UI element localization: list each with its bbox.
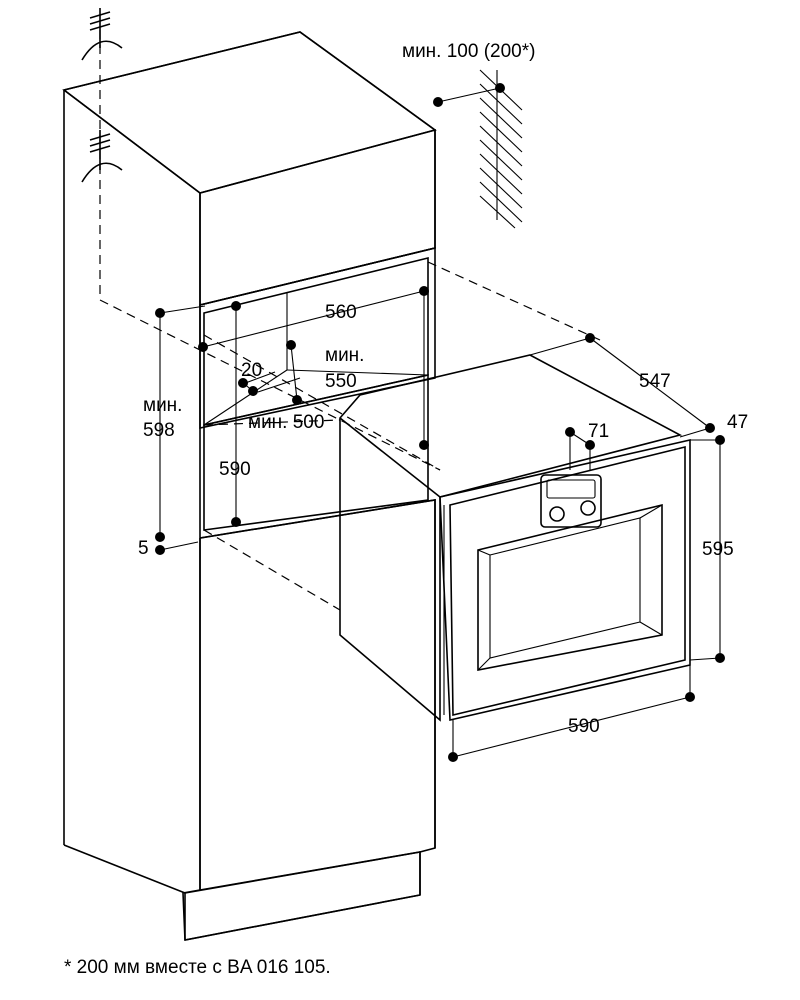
label-niche-depth: 550 — [325, 371, 357, 392]
label-top-clearance: мин. 100 (200*) — [402, 41, 535, 62]
label-oven-height: 595 — [702, 539, 734, 560]
wall-hatch — [479, 69, 523, 229]
label-bottom-gap: 5 — [138, 538, 149, 559]
hidden-lines — [99, 30, 601, 611]
wall-hanger-icon — [81, 8, 123, 183]
oven — [339, 354, 691, 722]
label-vent-depth: мин. 500 — [248, 412, 324, 433]
label-min: мин. — [325, 345, 364, 366]
label-niche-width: 560 — [325, 302, 357, 323]
footnote: * 200 мм вместе с BA 016 105. — [64, 957, 331, 978]
label-panel-height: 71 — [588, 421, 609, 442]
label-niche-height-min: мин. — [143, 395, 182, 416]
dimension-dots — [155, 83, 725, 762]
label-front-depth: 47 — [727, 412, 748, 433]
label-oven-width: 590 — [568, 716, 600, 737]
label-niche-height: 598 — [143, 420, 175, 441]
label-inner-height: 590 — [219, 459, 251, 480]
label-vent-gap: 20 — [241, 360, 262, 381]
label-oven-depth: 547 — [639, 371, 671, 392]
